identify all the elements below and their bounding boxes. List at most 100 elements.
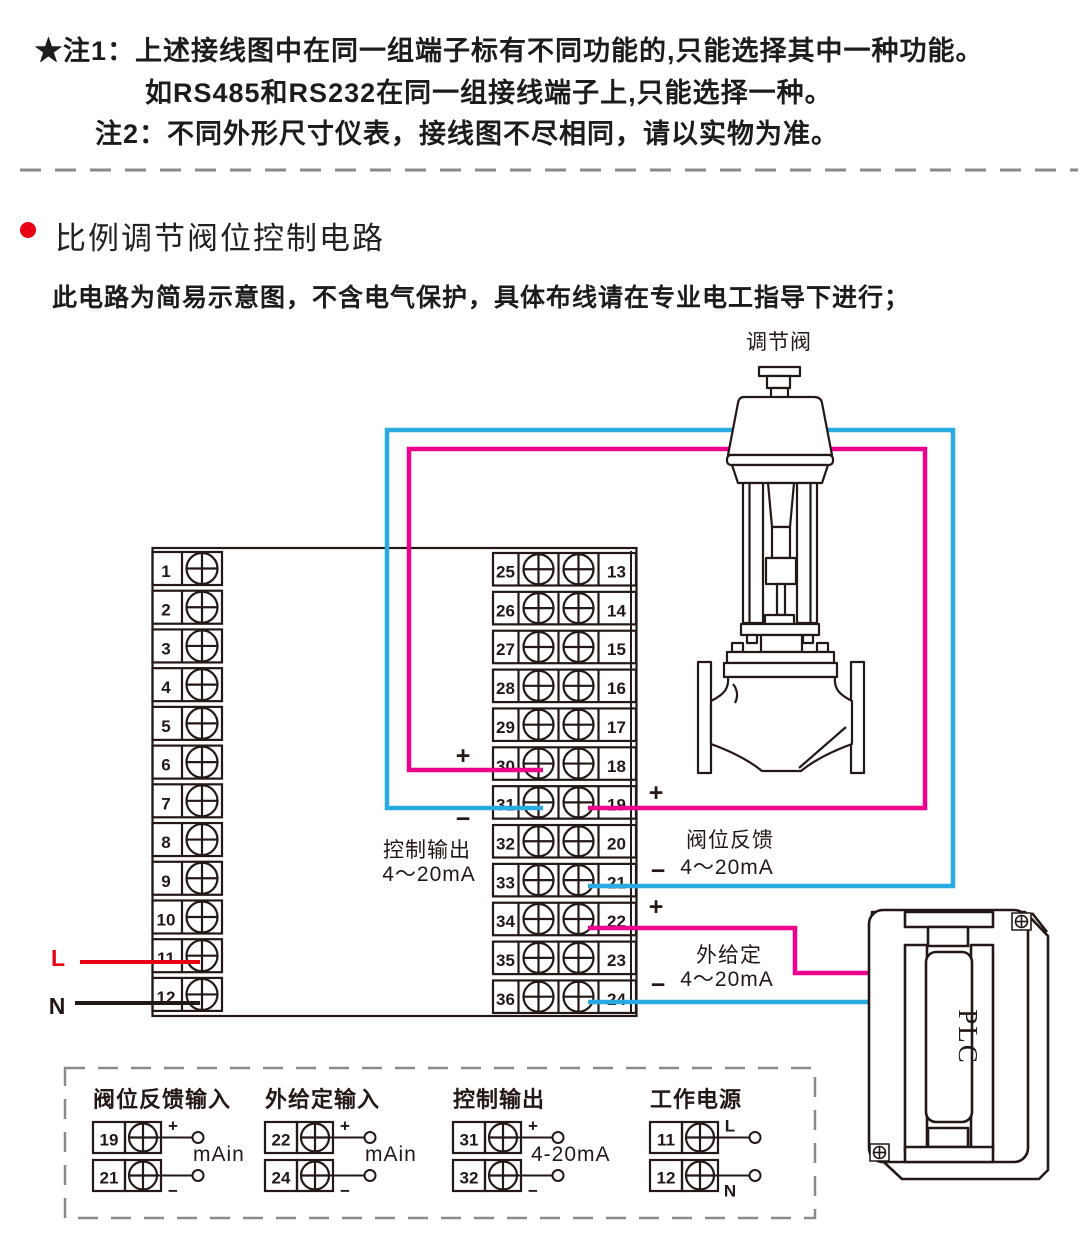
terminal-row-left: 4 — [151, 667, 224, 703]
terminal-row-middle: 30 18 — [491, 746, 638, 781]
valve-body — [709, 675, 854, 773]
note1-line2: 如RS485和RS232在同一组接线端子上,只能选择一种。 — [145, 78, 833, 108]
setpoint-label: 外给定 — [696, 944, 762, 967]
svg-text:19: 19 — [100, 1131, 119, 1150]
bottom-group: 工作电源 11 L 12N — [648, 1087, 762, 1201]
svg-text:20: 20 — [607, 835, 626, 854]
terminal-row-left: 11 — [151, 938, 224, 974]
svg-text:29: 29 — [496, 718, 515, 737]
terminal-row-left: 8 — [151, 821, 224, 858]
svg-text:19: 19 — [607, 796, 626, 815]
svg-text:27: 27 — [496, 640, 515, 659]
control-valve — [696, 365, 866, 775]
setpoint-plus-sign: + — [649, 893, 664, 921]
svg-text:16: 16 — [607, 679, 626, 698]
svg-text:9: 9 — [161, 872, 170, 891]
svg-text:11: 11 — [657, 1131, 675, 1150]
svg-text:6: 6 — [161, 756, 170, 775]
control-minus-sign: − — [456, 805, 471, 833]
svg-text:31: 31 — [496, 796, 515, 815]
svg-text:mAin: mAin — [365, 1143, 417, 1166]
note2-line: 注2：不同外形尺寸仪表，接线图不尽相同，请以实物为准。 — [95, 119, 840, 149]
terminal-row-middle: 31 19 — [491, 785, 638, 820]
svg-text:31: 31 — [460, 1131, 479, 1150]
svg-text:18: 18 — [607, 757, 626, 776]
section-bullet — [20, 222, 36, 238]
svg-text:N: N — [724, 1182, 736, 1201]
svg-text:24: 24 — [272, 1169, 291, 1188]
svg-text:5: 5 — [161, 717, 170, 736]
svg-text:24: 24 — [607, 990, 626, 1009]
svg-text:−: − — [528, 1182, 538, 1201]
bottom-terminal-groups: 阀位反馈输入19+21−mAin外给定输入22+24−mAin控制输出31+32… — [91, 1087, 762, 1201]
terminal-row-left: 3 — [151, 628, 224, 664]
wire-setpoint-plus — [588, 925, 869, 976]
svg-text:30: 30 — [496, 757, 515, 776]
svg-text:L: L — [725, 1117, 735, 1136]
terminal-row-middle: 27 15 — [491, 629, 638, 665]
svg-text:26: 26 — [496, 601, 515, 620]
svg-text:36: 36 — [496, 990, 515, 1009]
svg-text:33: 33 — [496, 873, 515, 892]
svg-text:控制输出: 控制输出 — [453, 1087, 545, 1112]
svg-text:22: 22 — [272, 1131, 291, 1150]
svg-text:工作电源: 工作电源 — [650, 1087, 742, 1112]
svg-text:28: 28 — [496, 679, 515, 698]
line-L-label: L — [51, 945, 65, 971]
valve-flange-left — [696, 660, 713, 775]
valve-actuator — [726, 395, 834, 457]
section-subtitle: 此电路为简易示意图，不含电气保护，具体布线请在专业电工指导下进行； — [52, 284, 911, 312]
valve-label: 调节阀 — [746, 331, 812, 354]
svg-text:+: + — [168, 1117, 178, 1136]
terminal-row-left: 5 — [151, 705, 224, 741]
bottom-detail-panel: 阀位反馈输入19+21−mAin外给定输入22+24−mAin控制输出31+32… — [63, 1066, 817, 1220]
wire-control-output-minus-feedback — [384, 427, 956, 889]
terminal-row-left: 2 — [151, 589, 224, 625]
svg-text:13: 13 — [607, 563, 626, 582]
svg-text:10: 10 — [157, 910, 176, 929]
feedback-plus-sign: + — [649, 779, 664, 807]
svg-text:35: 35 — [496, 951, 515, 970]
setpoint-range: 4～20mA — [680, 968, 774, 991]
svg-text:21: 21 — [100, 1169, 119, 1188]
control-plus-sign: + — [456, 742, 471, 770]
svg-text:25: 25 — [496, 563, 515, 582]
valve-stem-cap — [757, 365, 802, 378]
svg-text:阀位反馈输入: 阀位反馈输入 — [93, 1087, 231, 1112]
svg-text:−: − — [168, 1182, 178, 1201]
svg-text:15: 15 — [607, 640, 626, 659]
terminal-row-left: 7 — [151, 783, 224, 819]
terminal-row-middle: 25 13 — [491, 551, 638, 587]
plc-screw-bottom — [869, 1143, 890, 1162]
svg-text:17: 17 — [607, 718, 626, 737]
bottom-panel-border — [63, 1066, 817, 1220]
svg-text:21: 21 — [607, 873, 626, 892]
plc-screw-top — [1011, 912, 1032, 931]
svg-text:32: 32 — [460, 1169, 479, 1188]
svg-text:+: + — [340, 1117, 350, 1136]
bottom-group: 阀位反馈输入 19 +21 −mAin — [91, 1087, 245, 1201]
svg-text:23: 23 — [607, 951, 626, 970]
svg-text:12: 12 — [657, 1169, 676, 1188]
terminal-row-middle: 35 23 — [491, 940, 638, 976]
terminal-row-left: 12 — [151, 976, 224, 1013]
svg-text:7: 7 — [161, 794, 170, 813]
svg-text:11: 11 — [157, 949, 175, 968]
svg-text:外给定输入: 外给定输入 — [265, 1087, 380, 1112]
terminal-row-middle: 33 21 — [491, 862, 638, 898]
svg-text:4-20mA: 4-20mA — [531, 1143, 611, 1166]
svg-text:mAin: mAin — [193, 1143, 245, 1166]
diagram-labels: 调节阀 控制输出 4～20mA 阀位反馈 4～20mA 外给定 4～20mA +… — [49, 331, 812, 1019]
terminal-row-left: 1 — [151, 550, 224, 587]
feedback-minus-sign: − — [651, 857, 666, 885]
terminal-row-middle: 36 24 — [491, 979, 638, 1015]
wire-control-output-plus-feedback — [406, 446, 928, 811]
svg-text:3: 3 — [161, 639, 170, 658]
wires — [75, 427, 956, 1005]
